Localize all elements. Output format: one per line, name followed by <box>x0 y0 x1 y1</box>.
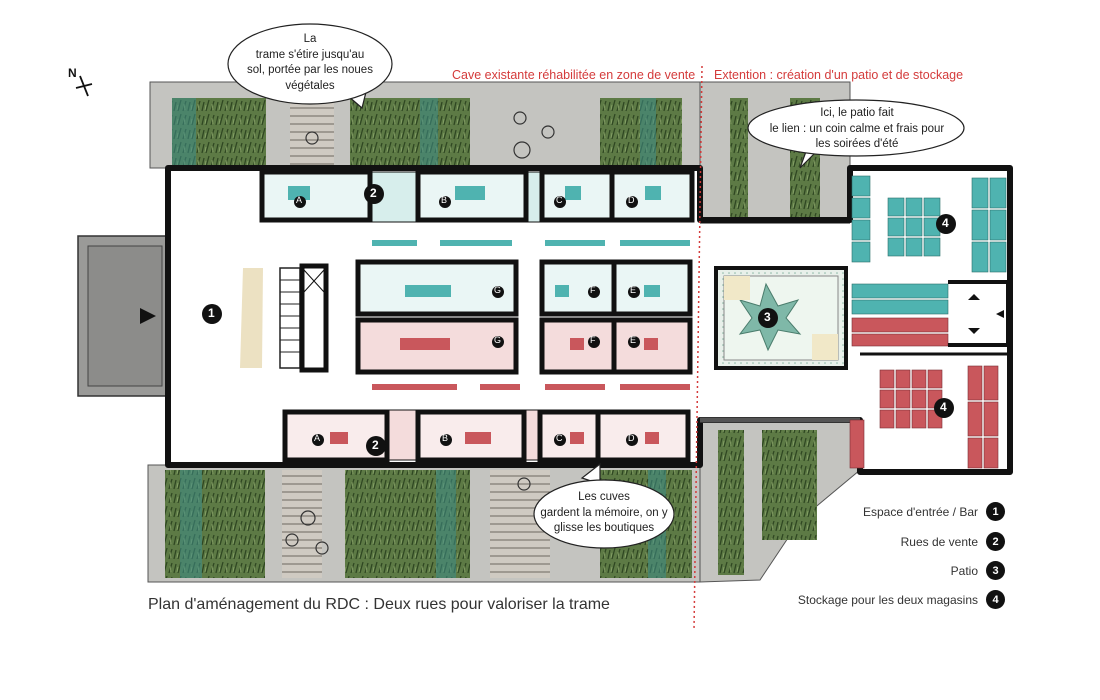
compass-label: N <box>68 66 77 80</box>
patio <box>714 266 848 370</box>
compass-icon <box>75 75 93 97</box>
bubble-top-text: La trame s'étire jusqu'au sol, portée pa… <box>247 33 373 92</box>
vat-mid-top-g: G <box>494 285 502 295</box>
bubble-bottom-text: Les cuves gardent la mémoire, on y gliss… <box>540 491 668 535</box>
vat-mid-bottom-f: F <box>590 335 596 345</box>
vat-markers <box>294 196 640 446</box>
vats-bottom-row <box>282 409 691 463</box>
marker-4-top: 4 <box>942 216 949 230</box>
vat-bottom-c: C <box>556 433 563 443</box>
legend-label: Stockage pour les deux magasins <box>797 592 978 607</box>
zone-number-markers <box>202 184 956 456</box>
speech-bubbles <box>227 23 965 549</box>
legend-item-4: Stockage pour les deux magasins 4 <box>798 590 1005 609</box>
entrance-bar-area <box>240 263 329 373</box>
marker-3: 3 <box>764 310 771 324</box>
vat-top-d: D <box>628 195 635 205</box>
legend-item-3: Patio 3 <box>951 561 1005 580</box>
vat-mid-bottom-g: G <box>494 335 502 345</box>
legend-label: Espace d'entrée / Bar <box>862 504 978 519</box>
zone-label-extension: Extention : création d'un patio et de st… <box>714 68 964 82</box>
vat-top-b: B <box>441 195 448 205</box>
legend-label: Patio <box>950 563 978 578</box>
sales-street-teal <box>372 240 690 246</box>
entrance-arrow-icon <box>140 308 156 324</box>
vat-bottom-b: B <box>442 433 449 443</box>
sales-street-red <box>372 384 690 390</box>
vats-top-row <box>259 169 695 223</box>
legend-number-badge: 1 <box>986 502 1005 521</box>
storage-teal <box>851 175 1007 315</box>
storage-red <box>849 317 999 469</box>
vat-bottom-a: A <box>314 433 321 443</box>
zone-label-existing: Cave existante réhabilitée en zone de ve… <box>452 68 696 82</box>
plan-caption: Plan d'aménagement du RDC : Deux rues po… <box>148 596 610 613</box>
storage-walls <box>860 280 1010 356</box>
legend-label: Rues de vente <box>900 534 978 549</box>
vat-mid-top-f: F <box>590 285 596 295</box>
vat-top-a: A <box>296 195 303 205</box>
marker-2-bottom: 2 <box>372 438 379 452</box>
legend-number-badge: 2 <box>986 532 1005 551</box>
legend-number-badge: 3 <box>986 561 1005 580</box>
marker-1: 1 <box>208 306 215 320</box>
outdoor-tables <box>285 111 555 555</box>
vat-bottom-d: D <box>628 433 635 443</box>
vats-middle-red <box>355 317 693 375</box>
vats-middle-teal <box>355 259 693 317</box>
vat-mid-bottom-e: E <box>630 335 637 345</box>
legend-item-2: Rues de vente 2 <box>901 532 1005 551</box>
bubble-patio-text: Ici, le patio fait le lien : un coin cal… <box>769 107 945 151</box>
legend-number-badge: 4 <box>986 590 1005 609</box>
vat-mid-top-e: E <box>630 285 637 295</box>
marker-4-bottom: 4 <box>940 400 947 414</box>
green-strips-top <box>172 98 820 218</box>
legend-item-1: Espace d'entrée / Bar 1 <box>863 502 1005 521</box>
marker-2-top: 2 <box>370 186 377 200</box>
vat-top-c: C <box>556 195 563 205</box>
zone-divider-line <box>693 65 703 631</box>
